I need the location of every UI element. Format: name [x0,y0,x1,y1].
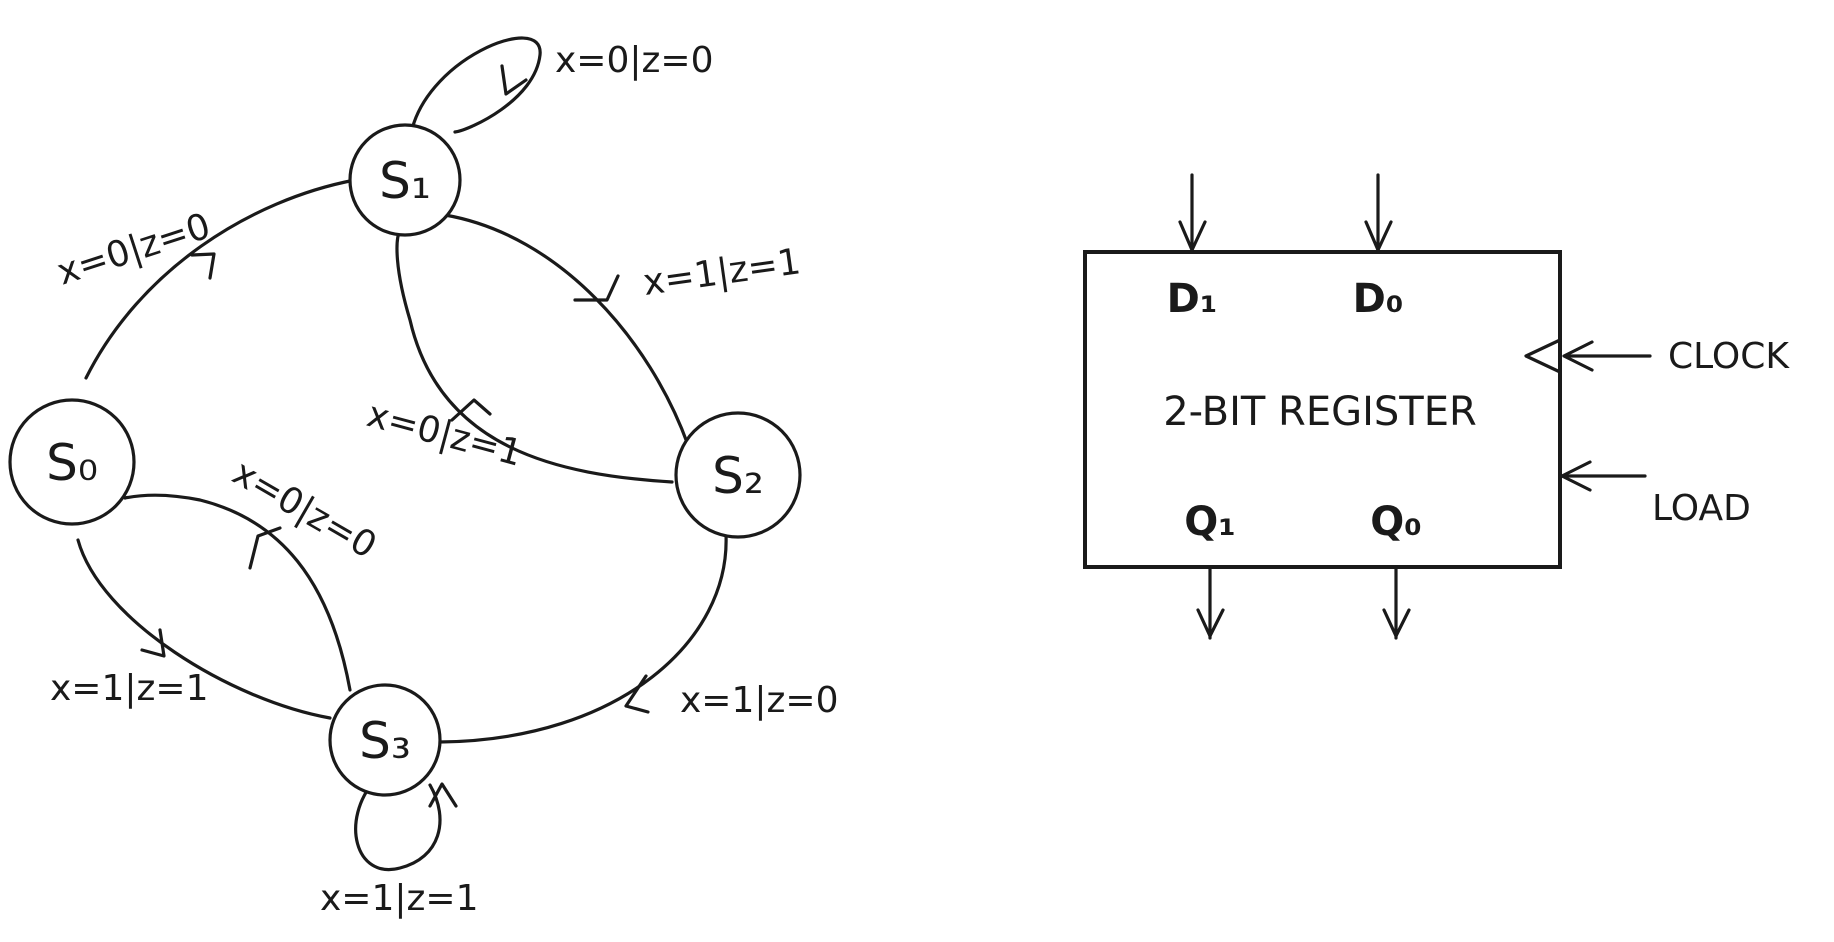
register-box [1083,250,1562,569]
edge-s0-s1-arrow [190,252,216,280]
edge-s3-s0 [123,493,352,692]
edge-label-s2-s1: x=0|z=1 [363,394,527,475]
port-label-d1: D₁ [1167,276,1218,322]
clock-edge-triangle [1524,338,1562,374]
clock-label: CLOCK [1668,336,1790,377]
edge-s1-self [408,36,542,142]
edge-s0-s1 [84,178,357,380]
input-arrowhead-d1 [1178,220,1207,252]
register-title: 2-BIT REGISTER [1163,389,1477,435]
edge-s1-self-arrow [500,64,528,96]
state-label-s0: S₀ [46,434,98,492]
edge-s3-s0-arrow [248,526,282,570]
load-arrowhead [1560,460,1592,492]
edge-label-s2-s3: x=1|z=0 [680,680,838,721]
edge-label-s3-self: x=1|z=1 [320,878,478,919]
edge-s2-s3-arrow [624,674,650,714]
edge-s2-s1 [395,228,674,484]
state-label-s3: S₃ [359,712,411,770]
load-label: LOAD [1652,488,1751,529]
edge-s1-s2-arrow [573,274,620,302]
state-label-s1: S₁ [379,152,431,210]
edge-s0-s3 [76,538,332,720]
edge-s3-self-arrow [428,782,458,808]
edge-label-s1-self: x=0|z=0 [555,40,713,81]
state-node-s1 [348,123,462,237]
output-arrowhead-q1 [1196,608,1225,638]
edge-s1-s2 [443,213,690,447]
clock-arrowhead [1562,340,1594,372]
state-node-s2 [674,411,802,539]
edge-label-s1-s2: x=1|z=1 [641,241,804,304]
port-label-q1: Q₁ [1184,499,1236,545]
edge-s2-s1-arrow [450,398,492,422]
output-arrowhead-q0 [1382,608,1411,638]
edge-s3-self [354,778,442,872]
register-block: D₁ D₀ 2-BIT REGISTER Q₁ Q₀ CLOCK LOAD [1083,173,1790,640]
state-diagram: S₀ S₁ S₂ S₃ x=0|z=0 x=0|z=0 x=1|z=1 x=0|… [8,36,838,919]
edge-s2-s3 [438,533,728,744]
input-arrowhead-d0 [1364,220,1393,252]
state-label-s2: S₂ [712,447,764,505]
state-node-s0 [8,398,136,526]
state-node-s3 [328,683,442,797]
edge-label-s0-s1: x=0|z=0 [52,206,215,294]
edge-label-s0-s3: x=1|z=1 [50,668,208,709]
edge-s0-s3-arrow [140,628,166,658]
edge-label-s3-s0: x=0|z=0 [226,452,384,567]
port-label-d0: D₀ [1353,276,1404,322]
port-label-q0: Q₀ [1370,499,1422,545]
